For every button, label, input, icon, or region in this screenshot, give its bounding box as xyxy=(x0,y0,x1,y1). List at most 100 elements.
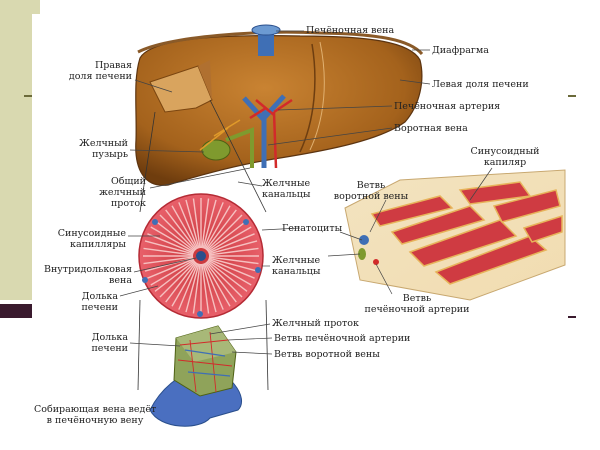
lobule-spoke xyxy=(203,263,224,310)
lobule-spoke xyxy=(154,260,196,292)
lobule-spoke xyxy=(206,220,248,252)
lobule-spoke xyxy=(206,261,243,298)
label-common-bile-duct: Общий желчный проток xyxy=(80,176,146,209)
label-hepatic-artery-branch: Ветвь печёночной артерии xyxy=(362,293,472,315)
lobule-spoke xyxy=(208,240,258,255)
lobule-spoke xyxy=(205,209,237,251)
lobule-spoke xyxy=(204,205,231,250)
label-collecting-line1: Собирающая вена ведёт xyxy=(34,404,157,415)
label-bile-canals-mid-line1: Желчные xyxy=(272,255,321,266)
label-hepatic-vein: Печёночная вена xyxy=(306,25,395,36)
lobule-spoke xyxy=(147,258,194,279)
lobule-spoke xyxy=(207,259,252,286)
label-artery-branch-low: Ветвь печёночной артерии xyxy=(274,333,411,344)
lobule-spoke xyxy=(150,226,195,253)
label-collecting-line2: в печёночную вену xyxy=(46,415,144,426)
label-bile-duct: Желчный проток xyxy=(272,318,359,329)
sinusoid-tissue-block xyxy=(344,169,566,301)
liver-organ xyxy=(135,24,424,186)
label-sinusoid-capillaries-line2: капилляры xyxy=(70,239,126,250)
label-gallbladder: Желчный пузырь xyxy=(56,138,128,160)
lobule-3d-model xyxy=(149,325,243,427)
label-right-lobe: Правая доля печени xyxy=(62,60,132,82)
lobule-spoke xyxy=(185,199,200,249)
label-hepatic-artery: Печёночная артерия xyxy=(394,101,501,112)
label-portal-branch-low: Ветвь воротной вены xyxy=(274,349,380,360)
label-left-lobe: Левая доля печени xyxy=(432,79,529,90)
lobule-spoke xyxy=(143,247,194,256)
lobule-spoke xyxy=(165,261,197,303)
label-sinusoid-capillary: Синусоидный капиляр xyxy=(466,146,544,168)
label-portal-branch-right: Ветвь воротной вены xyxy=(330,180,412,202)
lobule-spoke xyxy=(178,263,199,310)
label-portal-branch-right-line1: Ветвь xyxy=(356,180,386,191)
label-right-lobe-line2: доля печени xyxy=(68,71,132,82)
label-gallbladder-line1: Желчный xyxy=(79,138,128,149)
hepatocyte-cord xyxy=(434,235,548,285)
lobule-spoke xyxy=(204,262,231,307)
label-liver-lobule-low: Долька печени xyxy=(70,332,128,354)
lobule-spoke xyxy=(178,202,199,249)
hepatocyte-cord xyxy=(492,189,561,223)
lobule-spoke xyxy=(147,233,194,254)
label-lobule-low-line1: Долька xyxy=(91,332,128,343)
label-diaphragm: Диафрагма xyxy=(432,45,489,56)
label-portal-branch-right-line2: воротной вены xyxy=(333,191,409,202)
lobule-spoke xyxy=(208,258,255,279)
label-artery-branch-line1: Ветвь xyxy=(402,293,432,304)
lobule-spoke xyxy=(171,262,198,307)
lobule-spoke xyxy=(144,240,194,255)
hepatocyte-cord xyxy=(408,219,518,267)
label-hepatocytes: Гепатоциты xyxy=(282,223,343,234)
lobule-spoke xyxy=(208,247,259,256)
label-intralobular-line2: вена xyxy=(109,275,132,286)
label-collecting-vein: Собирающая вена ведёт в печёночную вену xyxy=(34,404,156,426)
label-bile-canals-top: Желчные канальцы xyxy=(262,178,310,200)
label-sinusoid-capillaries-line1: Синусоидные xyxy=(57,228,126,239)
leader-lines xyxy=(119,30,493,355)
label-sinusoid-capillary-line2: капиляр xyxy=(483,157,527,168)
label-common-duct-line1: Общий xyxy=(110,176,146,187)
label-intralobular-line1: Внутридольковая xyxy=(43,264,132,275)
lobule-spoke xyxy=(206,214,243,251)
label-portal-vein: Воротная вена xyxy=(394,123,468,134)
lobule-spoke xyxy=(185,263,200,313)
label-bile-canals-mid: Желчные канальцы xyxy=(272,255,320,277)
lobule-spoke xyxy=(208,257,258,272)
lobule-spoke xyxy=(206,260,248,292)
label-intralobular-vein: Внутридольковая вена xyxy=(34,264,132,286)
hepatocyte-cord xyxy=(370,195,454,227)
label-common-duct-line2: желчный xyxy=(99,187,146,198)
label-liver-lobule-line1: Долька xyxy=(81,291,118,302)
lobule-spoke xyxy=(192,263,201,314)
lobule-spoke xyxy=(165,209,197,251)
label-liver-lobule-line2: печени xyxy=(81,302,118,313)
lobule-spoke xyxy=(208,233,255,254)
label-gallbladder-line2: пузырь xyxy=(92,149,128,160)
label-bile-canals-top-line1: Желчные xyxy=(262,178,311,189)
label-sinusoid-capillaries: Синусоидные капилляры xyxy=(40,228,126,250)
lobule-spoke xyxy=(207,226,252,253)
lobule-spoke xyxy=(150,259,195,286)
lobule-spoke xyxy=(201,263,210,314)
label-bile-canals-mid-line2: канальцы xyxy=(272,266,321,277)
lobule-spoke xyxy=(143,256,194,265)
lobule-spoke xyxy=(159,261,196,298)
lobule-spoke xyxy=(202,263,217,313)
lobule-spoke xyxy=(192,198,201,249)
label-right-lobe-line1: Правая xyxy=(94,60,132,71)
hepatocyte-cord xyxy=(522,214,563,243)
lobule-spoke xyxy=(208,256,259,265)
liver-lobule-section xyxy=(138,193,264,319)
lobule-spoke xyxy=(171,205,198,250)
label-common-duct-line3: проток xyxy=(110,198,146,209)
label-sinusoid-capillary-line1: Синусоидный xyxy=(470,146,540,157)
lobule-spoke xyxy=(203,202,224,249)
lobule-spoke xyxy=(202,199,217,249)
lobule-spoke xyxy=(201,198,210,249)
label-bile-canals-top-line2: канальцы xyxy=(262,189,311,200)
zoom-lines xyxy=(137,99,269,391)
slide-side-bar xyxy=(0,304,40,318)
label-artery-branch-line2: печёночной артерии xyxy=(364,304,470,315)
